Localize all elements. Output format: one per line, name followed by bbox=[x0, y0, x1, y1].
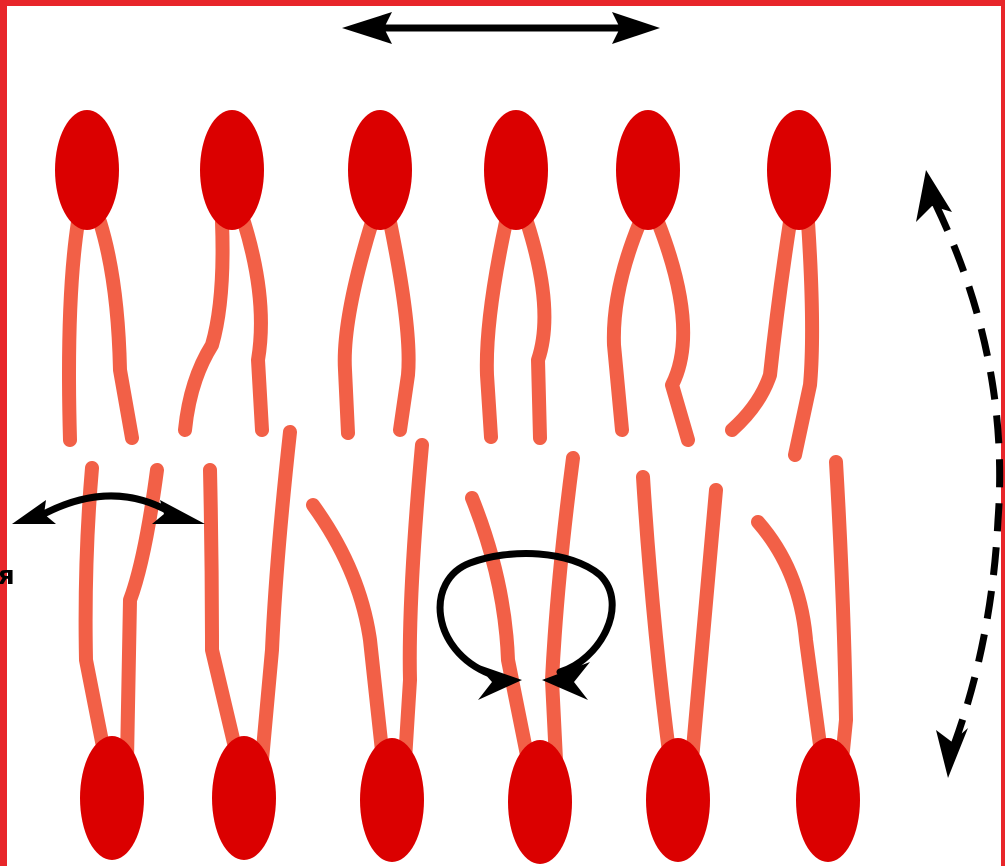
lower-leaflet-heads bbox=[80, 736, 860, 864]
lower-leaflet-tails bbox=[86, 432, 846, 762]
lipid-tail bbox=[262, 432, 290, 760]
lipid-head bbox=[484, 110, 548, 230]
lipid-head bbox=[796, 738, 860, 862]
lipid-tail bbox=[86, 468, 106, 762]
lipid-tail bbox=[758, 522, 822, 760]
lipid-tail bbox=[614, 222, 640, 430]
lipid-tail bbox=[643, 477, 670, 760]
lipid-tail bbox=[210, 470, 238, 760]
flip-flop-arrow-icon bbox=[916, 170, 1000, 778]
lipid-tail bbox=[692, 490, 716, 760]
lipid-tail bbox=[836, 462, 846, 760]
lipid-head bbox=[212, 736, 276, 860]
lipid-tail bbox=[69, 222, 78, 440]
lipid-head bbox=[508, 740, 572, 864]
lipid-head bbox=[80, 736, 144, 860]
lipid-tail bbox=[405, 445, 422, 760]
lipid-tail bbox=[472, 498, 528, 760]
lipid-head bbox=[646, 738, 710, 862]
lipid-head bbox=[360, 738, 424, 862]
lipid-tail bbox=[313, 505, 383, 760]
lateral-diffusion-arrow-icon bbox=[342, 12, 660, 44]
lipid-head bbox=[55, 110, 119, 230]
lipid-tail bbox=[487, 222, 506, 437]
lipid-tail bbox=[185, 222, 223, 430]
lipid-tail bbox=[658, 222, 688, 440]
lipid-tail bbox=[345, 222, 372, 433]
upper-leaflet-tails bbox=[69, 222, 812, 455]
lipid-tail bbox=[100, 222, 132, 438]
lipid-tail bbox=[552, 458, 573, 760]
lipid-tail bbox=[527, 222, 544, 438]
lipid-head bbox=[200, 110, 264, 230]
rotation-arrow-icon bbox=[440, 554, 612, 700]
fragment-label: я bbox=[0, 561, 15, 591]
lipid-tail bbox=[127, 470, 157, 760]
flexion-arrow-icon bbox=[12, 496, 205, 524]
lipid-tail bbox=[244, 222, 262, 430]
lipid-head bbox=[616, 110, 680, 230]
lipid-tail bbox=[390, 222, 409, 430]
lipid-tail bbox=[795, 222, 812, 455]
upper-leaflet-heads bbox=[55, 110, 831, 230]
lipid-head bbox=[767, 110, 831, 230]
lipid-tail bbox=[732, 222, 790, 430]
lipid-head bbox=[348, 110, 412, 230]
